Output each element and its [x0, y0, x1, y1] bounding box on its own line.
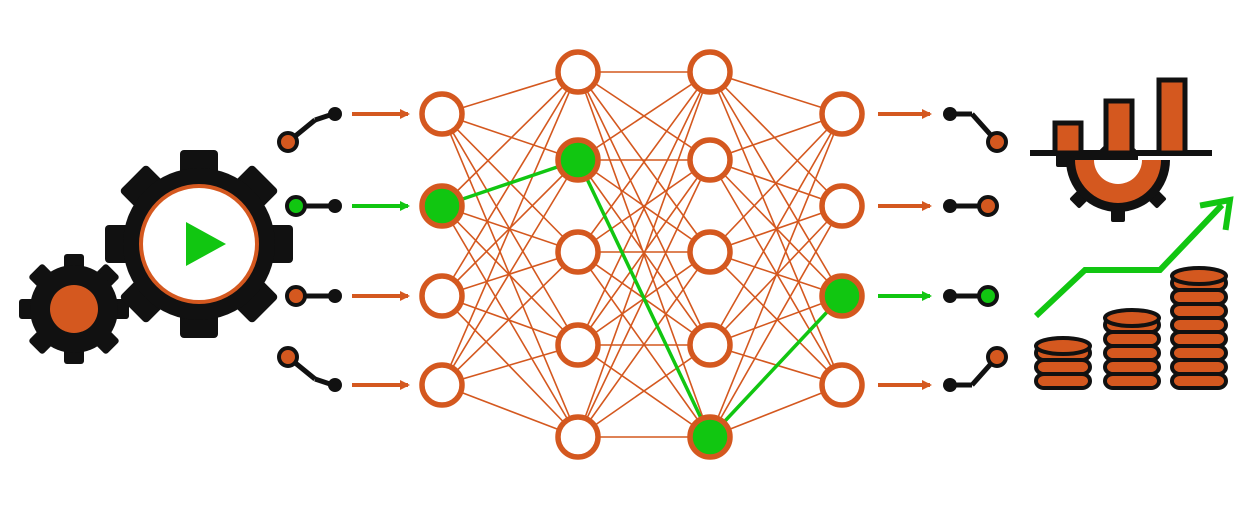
input-switch-1 [285, 195, 410, 217]
edge-l1-4-0 [577, 71, 711, 438]
output-switch-1 [878, 195, 999, 217]
node-l3-n0 [819, 91, 865, 137]
large-gear-play-icon [105, 150, 293, 338]
small-gear-icon [19, 254, 129, 364]
highlight-path [441, 158, 844, 439]
node-l2-n2 [687, 229, 733, 275]
node-l1-n4 [555, 414, 601, 460]
node-l3-n1 [819, 183, 865, 229]
edge-l2-0-0 [709, 71, 843, 115]
node-l0-n0 [419, 91, 465, 137]
output-switch-0 [878, 107, 1008, 153]
edge-l2-2-0 [709, 113, 843, 253]
edge-l1-4-3 [577, 344, 711, 438]
edge-l0-1-3 [441, 205, 579, 346]
coin-top [1103, 308, 1161, 328]
node-l2-n1 [687, 137, 733, 183]
edge-l1-2-0 [577, 71, 711, 253]
coin [1103, 372, 1161, 390]
edge-l0-0-1 [441, 113, 579, 161]
output-switch-3 [878, 346, 1008, 392]
network-nodes [419, 49, 865, 460]
edge-l2-1-3 [709, 159, 843, 386]
coin [1170, 316, 1228, 334]
edge-l2-1-0 [709, 113, 843, 161]
edge-l1-2-1 [577, 159, 711, 253]
coin [1103, 358, 1161, 376]
active-node-l2-n4 [687, 414, 733, 460]
edge-l0-3-1 [441, 159, 579, 386]
coin-stack-0 [1034, 336, 1092, 390]
edge-l0-0-0 [441, 71, 579, 115]
node-l0-n2 [419, 273, 465, 319]
coin [1103, 344, 1161, 362]
coin [1170, 358, 1228, 376]
coin-stack-2 [1170, 266, 1228, 390]
highlight-edge-2 [708, 294, 844, 439]
active-node-l0-n1 [419, 183, 465, 229]
edge-l0-3-2 [441, 251, 579, 386]
input-switch-2 [285, 285, 410, 307]
network-edges [441, 71, 843, 438]
edge-l0-1-4 [441, 205, 579, 438]
node-l1-n3 [555, 322, 601, 368]
edge-l2-4-3 [709, 384, 843, 438]
active-node-l3-n2 [819, 273, 865, 319]
edge-l0-3-0 [441, 71, 579, 386]
edge-l2-4-0 [709, 113, 843, 438]
highlight-edge-1 [576, 159, 712, 438]
coin-top [1170, 266, 1228, 286]
coin-stack-1 [1103, 308, 1161, 390]
edge-l2-4-1 [709, 205, 843, 438]
edge-l1-1-0 [577, 71, 711, 161]
edge-l0-2-4 [441, 295, 579, 438]
output-switch-2 [878, 285, 999, 307]
play-icon [186, 222, 226, 266]
edge-l0-2-3 [441, 295, 579, 346]
edge-l1-3-0 [577, 71, 711, 346]
edge-l2-0-1 [709, 71, 843, 207]
coin [1170, 372, 1228, 390]
coin-stacks-growth-icon [1033, 196, 1234, 390]
active-node-l1-n1 [555, 137, 601, 183]
edge-l0-1-0 [441, 71, 579, 207]
node-l2-n0 [687, 49, 733, 95]
coin [1034, 372, 1092, 390]
edge-l0-3-3 [441, 344, 579, 386]
coin [1170, 330, 1228, 348]
coin [1170, 344, 1228, 362]
edge-l0-3-4 [441, 384, 579, 438]
highlight-edge-0 [441, 158, 579, 208]
bar-chart-gear-icon [1030, 77, 1212, 222]
input-switch-3 [277, 346, 410, 392]
coin [1170, 302, 1228, 320]
node-l0-n3 [419, 362, 465, 408]
edge-l1-4-2 [577, 251, 711, 438]
node-l1-n0 [555, 49, 601, 95]
input-switches [277, 107, 410, 392]
node-l1-n2 [555, 229, 601, 275]
coin-top [1034, 336, 1092, 356]
edge-l2-2-3 [709, 251, 843, 386]
edge-l2-3-0 [709, 113, 843, 346]
node-l2-n3 [687, 322, 733, 368]
node-l3-n3 [819, 362, 865, 408]
coin [1034, 358, 1092, 376]
coin [1170, 288, 1228, 306]
output-switches [878, 107, 1008, 392]
coin [1103, 330, 1161, 348]
input-switch-0 [277, 107, 410, 153]
